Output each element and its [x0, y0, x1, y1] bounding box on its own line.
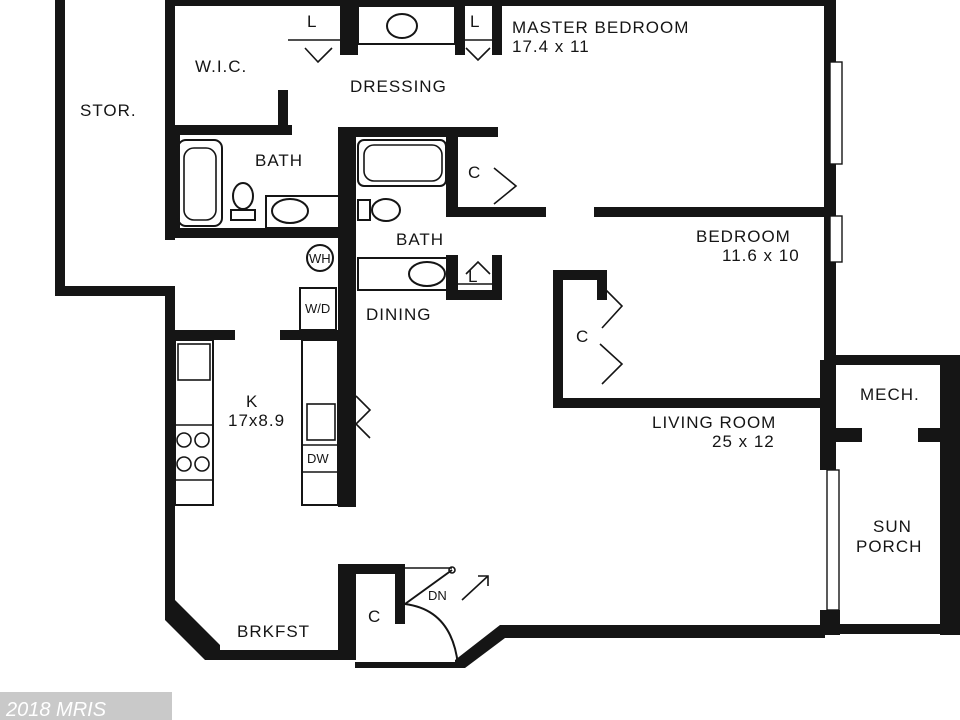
- room-labels: MASTER BEDROOM 17.4 x 11 W.I.C. DRESSING…: [80, 12, 922, 641]
- sink-master: [386, 13, 418, 39]
- storage-label: STOR.: [80, 101, 137, 120]
- bedroom-size: 11.6 x 10: [722, 246, 800, 265]
- watermark: 2018 MRIS: [0, 692, 172, 720]
- water-heater: [306, 244, 334, 272]
- water-heater-label: WH: [309, 251, 331, 266]
- sink-left: [271, 198, 309, 224]
- dishwasher-label: DW: [307, 451, 329, 466]
- walls: [55, 0, 960, 668]
- windows: [826, 61, 843, 611]
- bath-left-label: BATH: [255, 151, 303, 170]
- watermark-text: 2018 MRIS: [5, 699, 107, 720]
- linen-bath-label: L: [468, 267, 478, 286]
- entry-door: [404, 603, 459, 666]
- master-bedroom-size: 17.4 x 11: [512, 37, 590, 56]
- linen-left-label: L: [307, 12, 317, 31]
- stair-down-label: DN: [428, 588, 447, 603]
- toilet-left: [232, 182, 254, 210]
- washer-dryer: [299, 287, 337, 331]
- kitchen-size: 17x8.9: [228, 411, 285, 430]
- dressing-label: DRESSING: [350, 77, 447, 96]
- bathtub-left: [177, 139, 223, 227]
- closet-bedroom-label: C: [576, 327, 589, 346]
- dining-label: DINING: [366, 305, 432, 324]
- kitchen-label: K: [246, 392, 258, 411]
- living-room-size: 25 x 12: [712, 432, 775, 451]
- sun-porch-label: SUN: [873, 517, 912, 536]
- breakfast-label: BRKFST: [237, 622, 310, 641]
- sun-porch-label-2: PORCH: [856, 537, 922, 556]
- toilet-center: [371, 198, 401, 222]
- living-room-label: LIVING ROOM: [652, 413, 776, 432]
- closet-entry-label: C: [368, 607, 381, 626]
- washer-dryer-label: W/D: [305, 301, 330, 316]
- closet-top-label: C: [468, 163, 481, 182]
- bath-center-label: BATH: [396, 230, 444, 249]
- mech-label: MECH.: [860, 385, 920, 404]
- fixtures: [174, 5, 624, 666]
- bathtub-center: [357, 139, 447, 187]
- sink-center: [408, 261, 446, 287]
- linen-right-label: L: [470, 12, 480, 31]
- bedroom-label: BEDROOM: [696, 227, 791, 246]
- wic-label: W.I.C.: [195, 57, 247, 76]
- master-bedroom-label: MASTER BEDROOM: [512, 18, 689, 37]
